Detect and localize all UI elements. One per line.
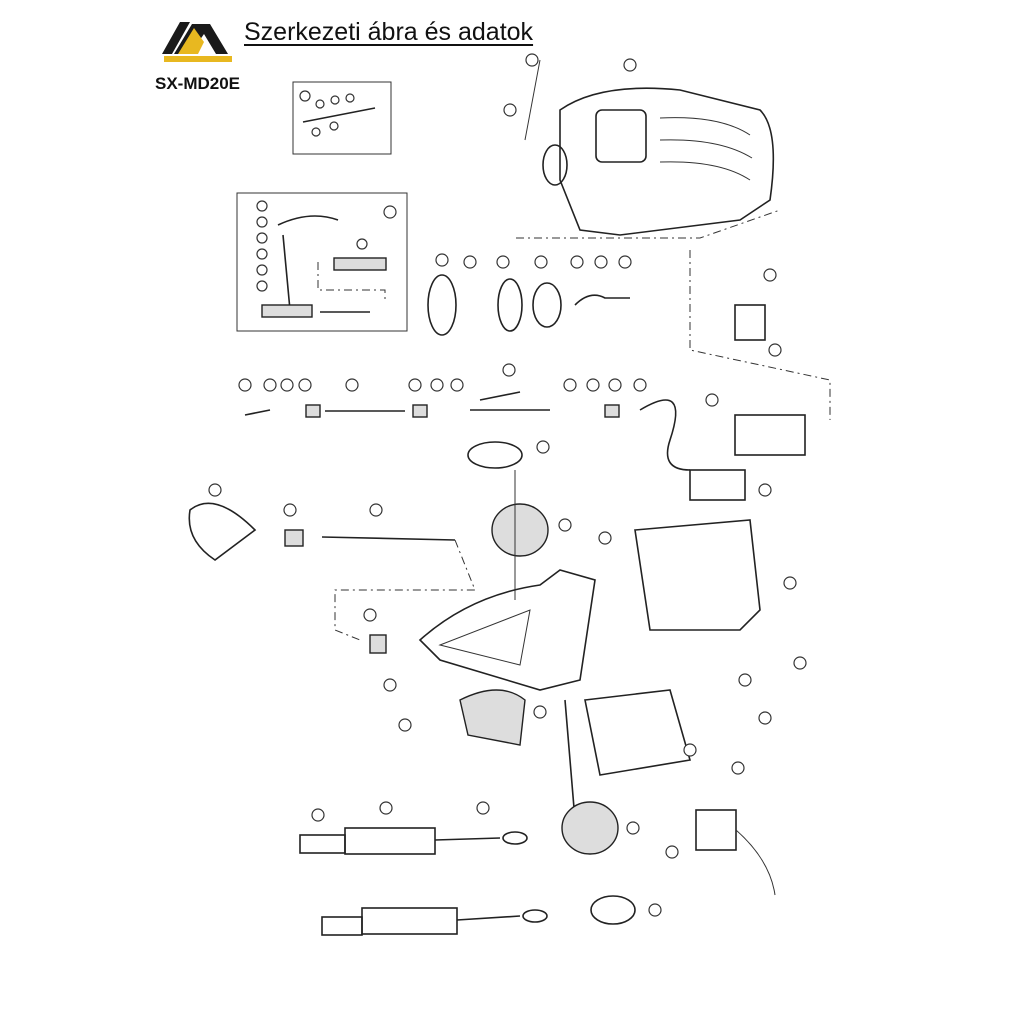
- part-callouts: [208, 53, 807, 917]
- brush-disc-part: [467, 441, 523, 469]
- model-number: SX-MD20E: [155, 74, 241, 93]
- motor-housing-part: [634, 304, 806, 631]
- control-box-part: [695, 809, 737, 851]
- inset-fittings-box: [292, 81, 392, 155]
- pump-cap-part: [427, 274, 457, 336]
- inset-spray-gun-parts: [256, 200, 397, 318]
- inset-fittings-parts: [299, 90, 376, 137]
- handle-part: [188, 502, 476, 641]
- extension-tube-1: [299, 827, 528, 855]
- wheel-part: [561, 801, 619, 855]
- base-plate-part: [584, 689, 692, 776]
- frame-part: [369, 569, 596, 691]
- tank-part: [542, 87, 775, 236]
- brush-wheel-part: [491, 503, 549, 557]
- agrimotor-logo: [162, 22, 232, 62]
- cover-part: [459, 689, 526, 746]
- inset-spray-gun-box: [236, 192, 408, 332]
- extension-tube-2: [321, 907, 548, 936]
- hose-assembly: [244, 391, 691, 471]
- page-title: Szerkezeti ábra és adatok: [244, 18, 534, 46]
